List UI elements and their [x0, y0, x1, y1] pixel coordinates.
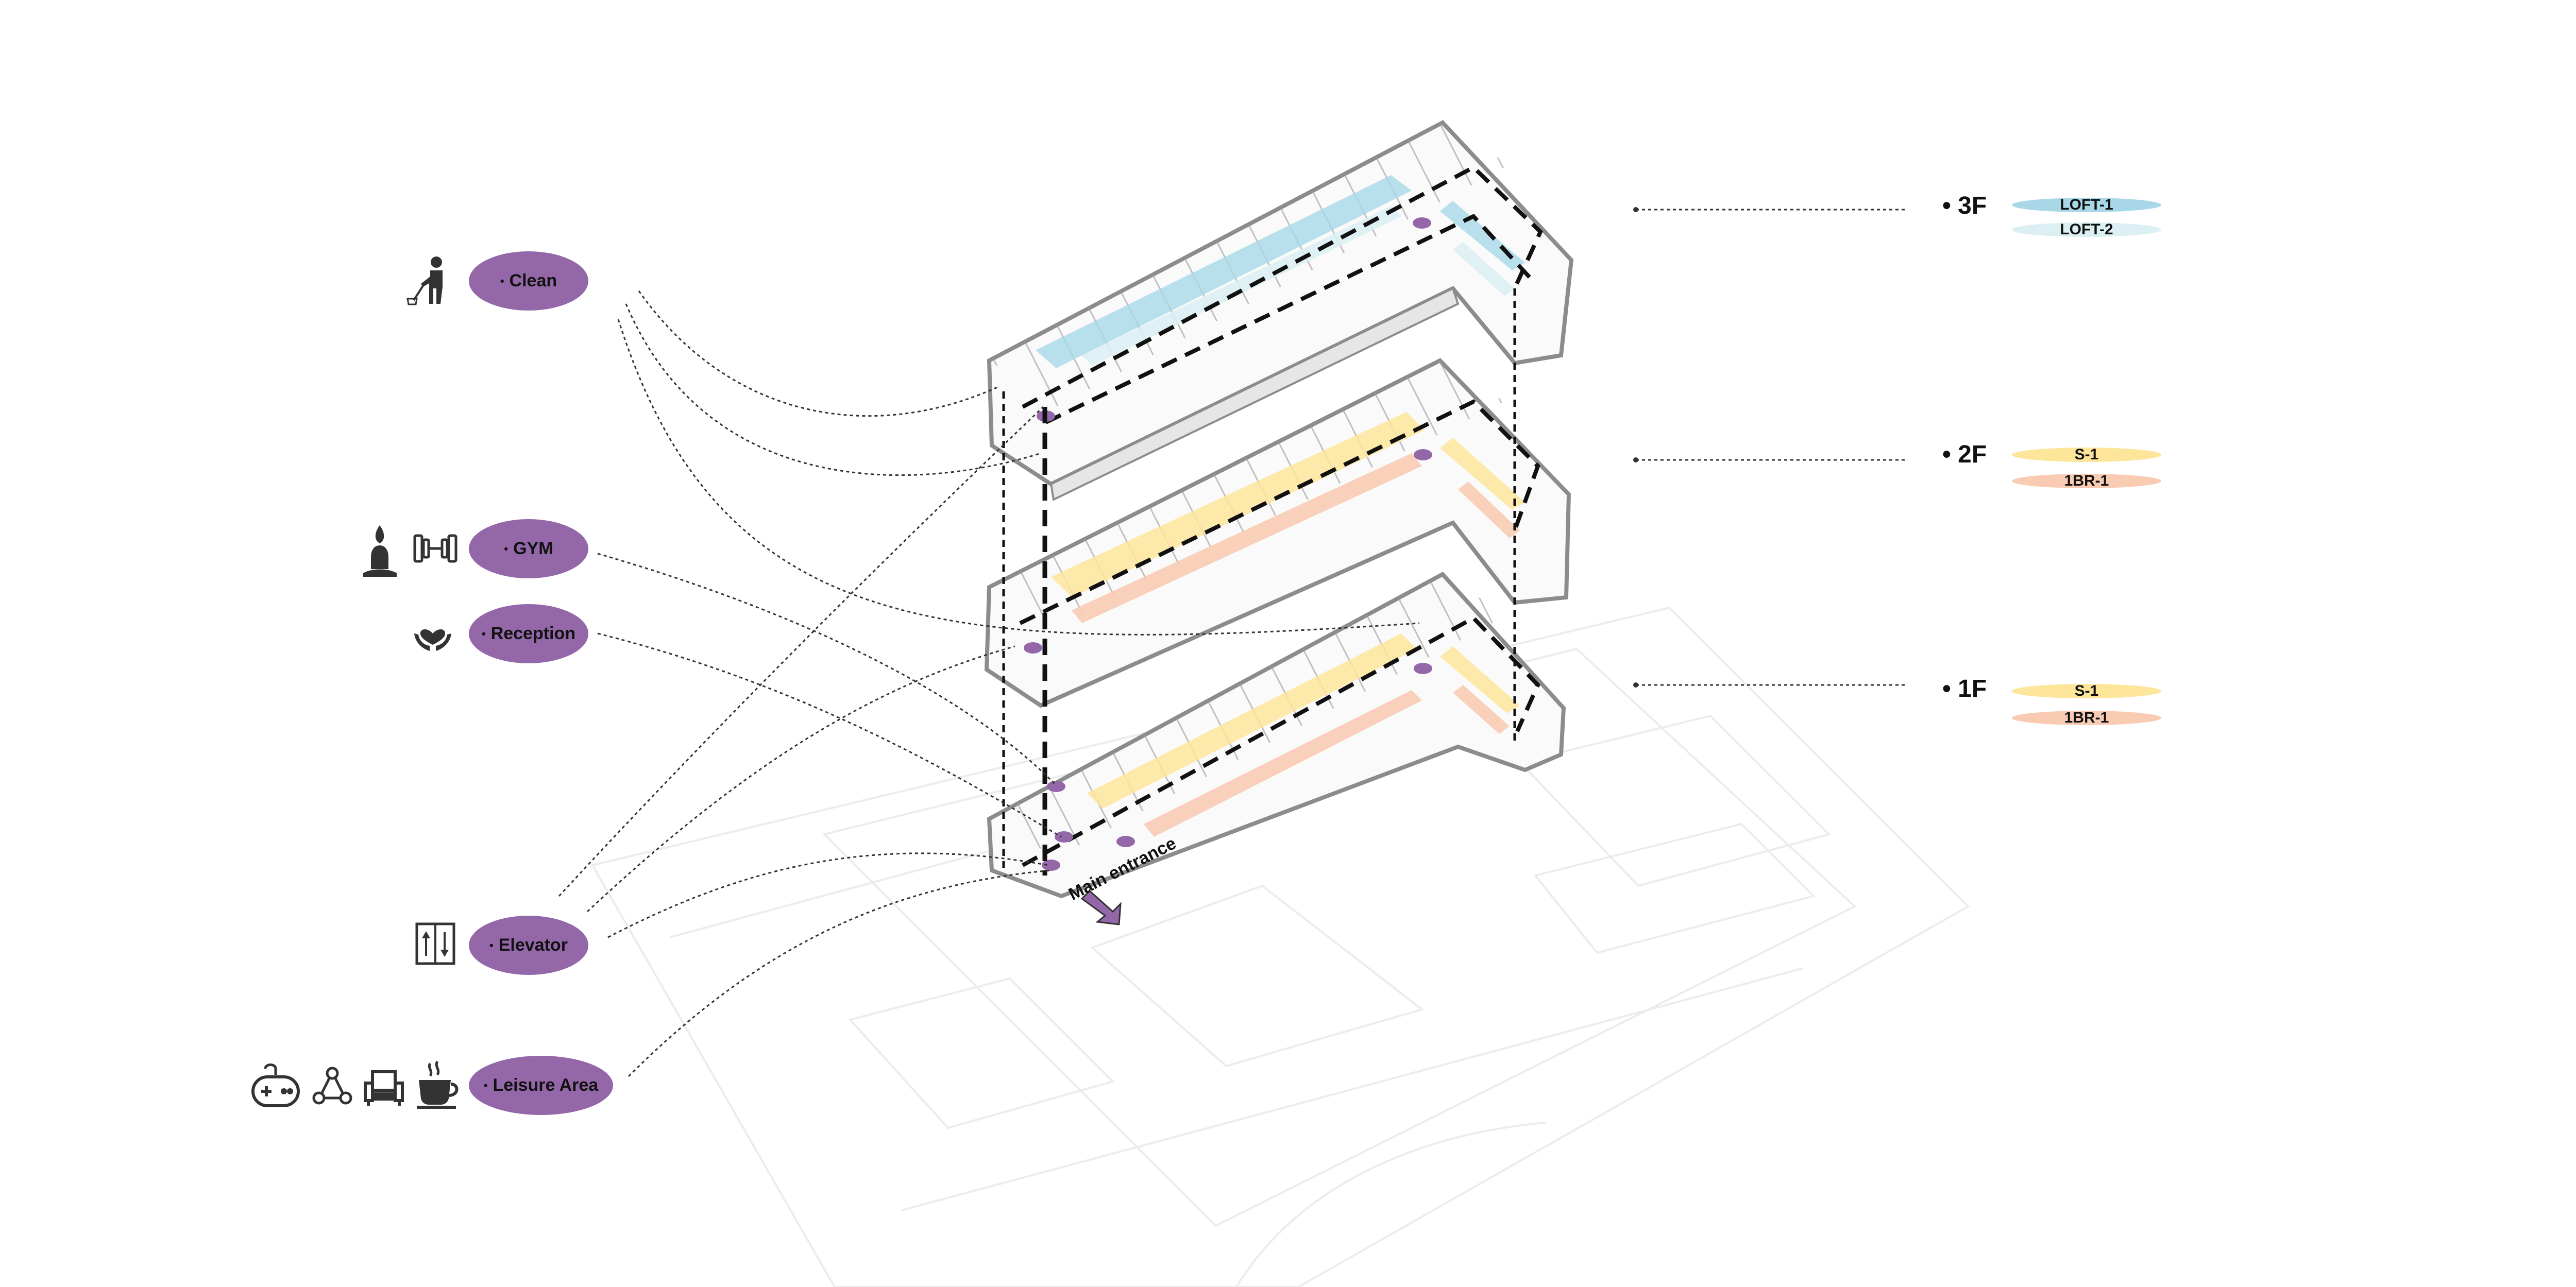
elevator-icon [415, 922, 455, 965]
unit-tag-loft-2: LOFT-2 [2012, 221, 2161, 238]
floor-1f-dot [1633, 682, 1638, 688]
unit-tag-2f-s-1: S-1 [2012, 446, 2161, 463]
leisure-area-label-text: Leisure Area [493, 1075, 599, 1095]
elevator-label: •Elevator [469, 916, 588, 975]
armchair-icon [364, 1070, 404, 1106]
vertical-core-lines [1002, 288, 1516, 876]
floor-2f-dot [1633, 457, 1638, 462]
meditation-icon [363, 525, 397, 577]
dumbbell-icon [413, 534, 457, 563]
reception-label-text: Reception [490, 624, 576, 643]
clean-label: •Clean [469, 251, 588, 311]
leader-lines [558, 290, 1420, 1077]
floor-3f-dot [1633, 207, 1638, 212]
unit-tag-loft-1: LOFT-1 [2012, 196, 2161, 213]
heart-hands-icon [414, 629, 451, 651]
reception-label: •Reception [469, 604, 588, 663]
gym-label: •GYM [469, 519, 588, 578]
community-icon [312, 1067, 352, 1105]
elevator-label-text: Elevator [498, 935, 568, 955]
floor-3f-label: • 3F [1942, 192, 1987, 219]
floor-1f-label: • 1F [1942, 675, 1987, 702]
floor-leader-lines [1636, 209, 1906, 686]
unit-tag-2f-1br-1: 1BR-1 [2012, 472, 2161, 489]
leisure-area-label: •Leisure Area [469, 1056, 613, 1115]
coffee-icon [417, 1060, 459, 1109]
gamepad-icon [251, 1063, 300, 1107]
cleaning-person-icon [406, 256, 443, 305]
floor-3f-block [987, 120, 1574, 501]
unit-tag-1f-1br-1: 1BR-1 [2012, 709, 2161, 726]
main-entrance-arrow [1080, 889, 1122, 925]
clean-label-text: Clean [509, 271, 557, 290]
unit-tag-1f-s-1: S-1 [2012, 682, 2161, 699]
floor-1f-block [987, 571, 1566, 899]
floor-2f-label: • 2F [1942, 441, 1987, 468]
gym-label-text: GYM [513, 539, 553, 558]
